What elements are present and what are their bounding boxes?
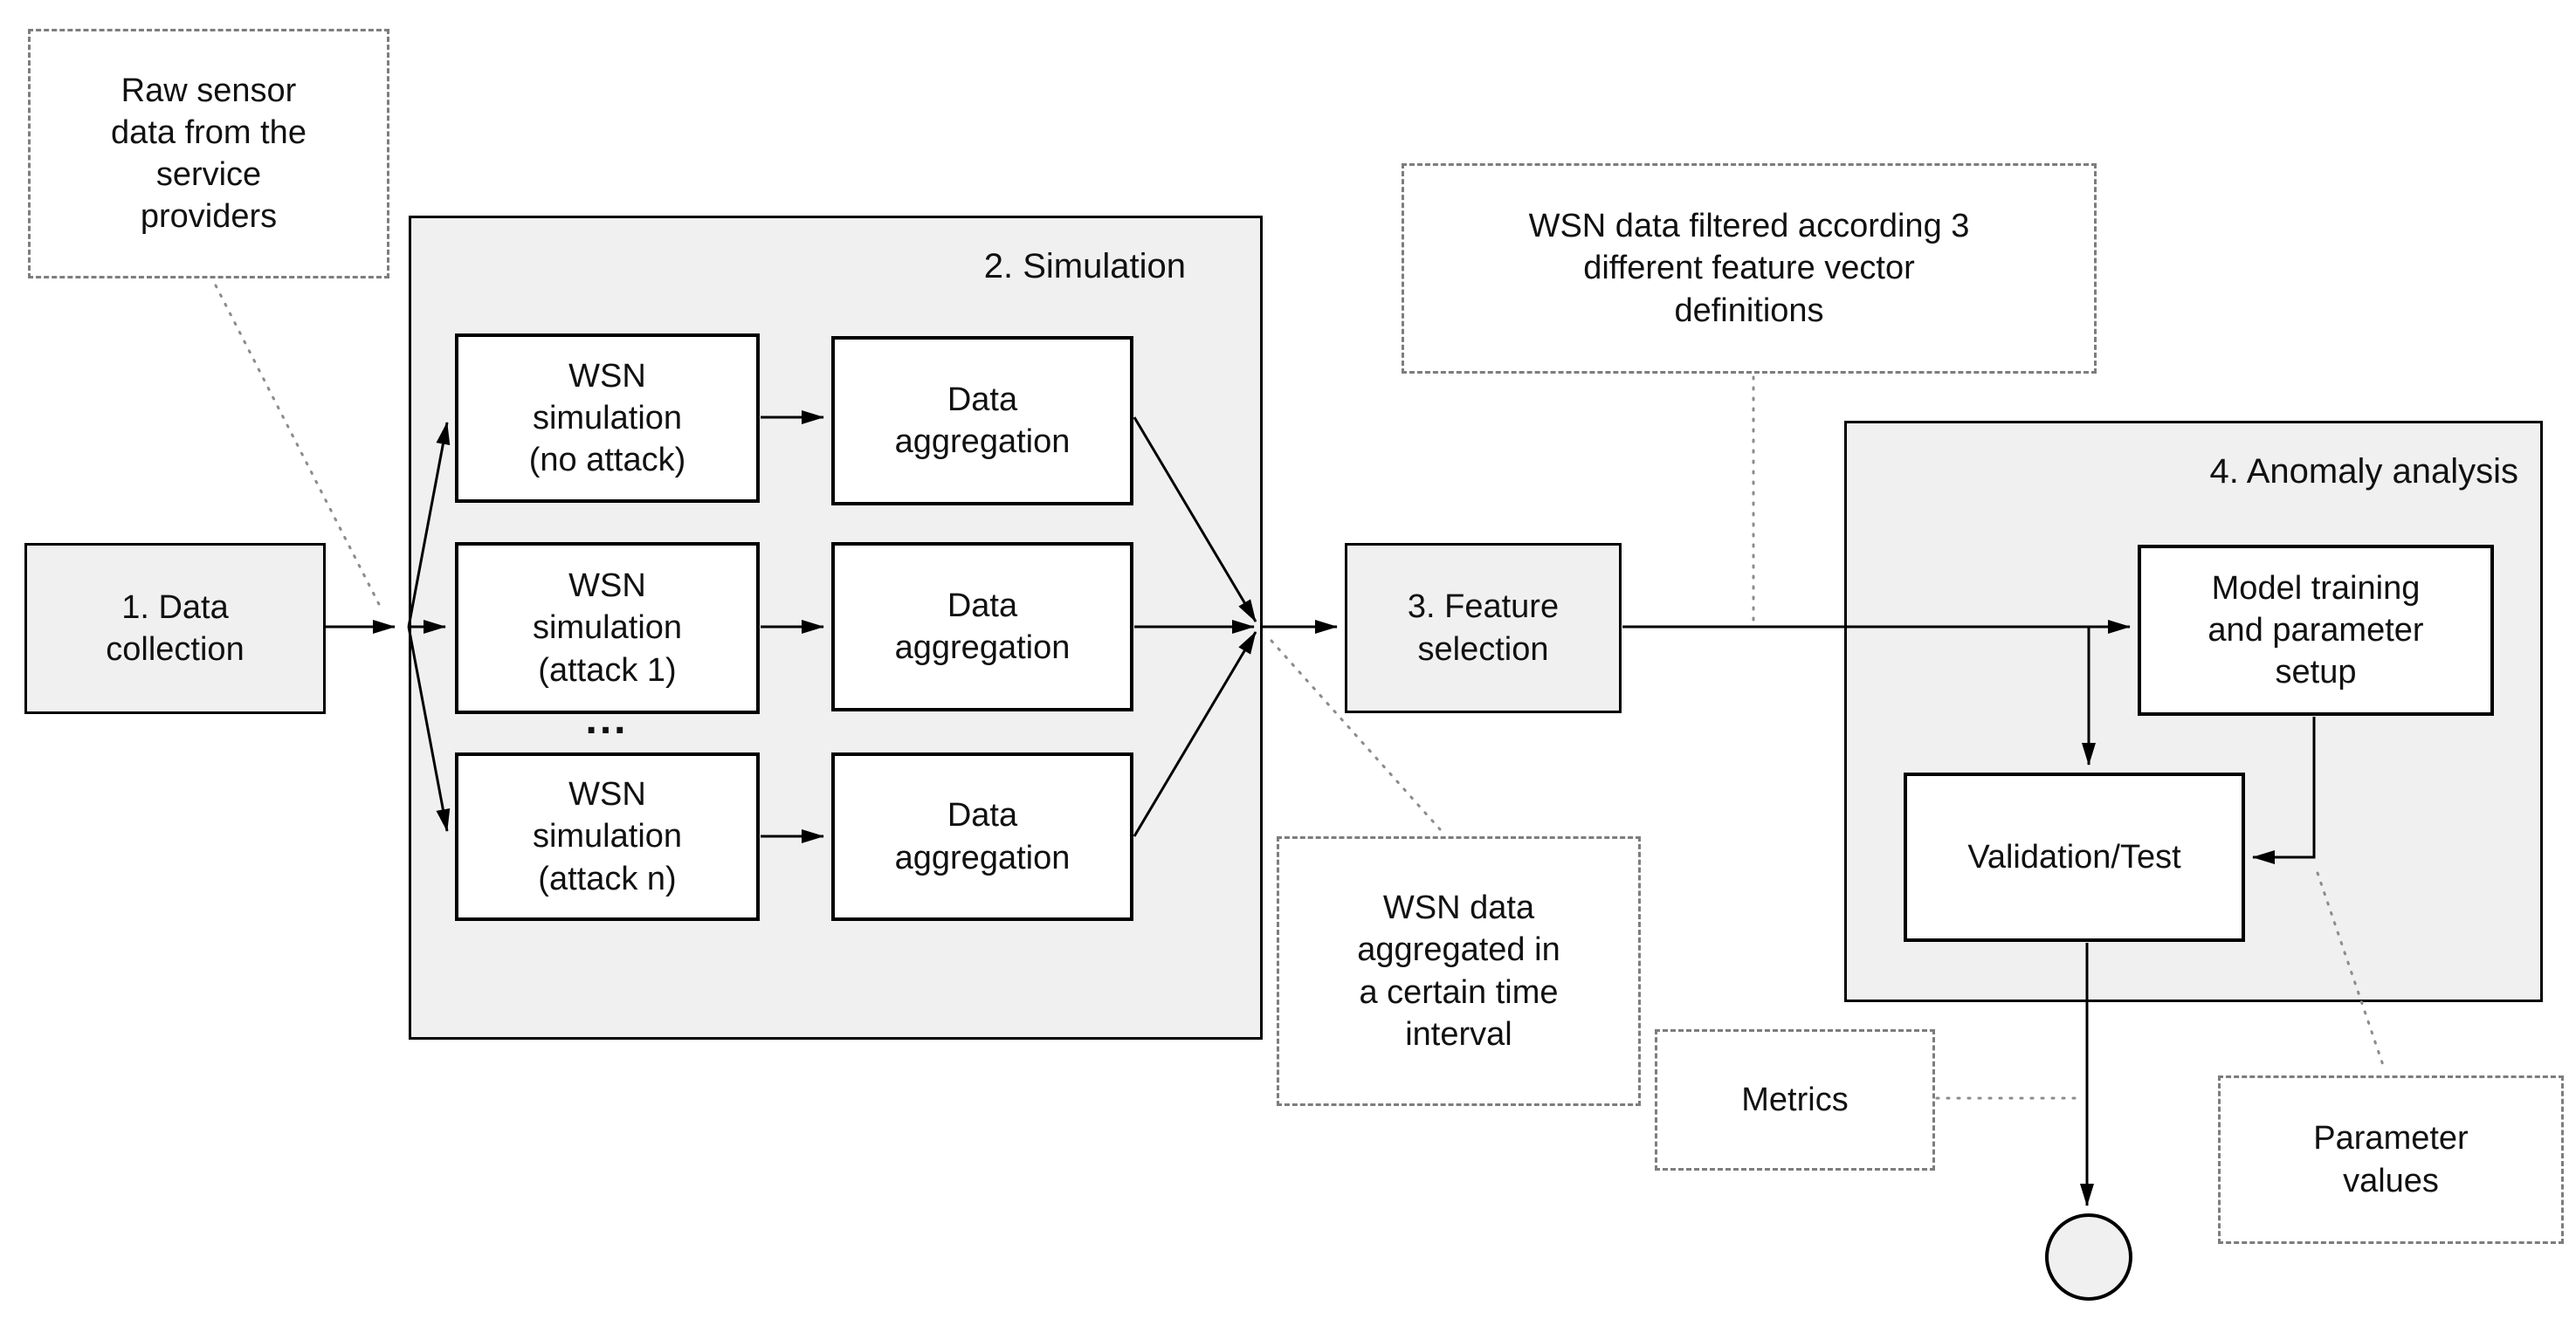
step-feature-selection: 3. Feature selection (1345, 543, 1622, 713)
annotation-metrics: Metrics (1655, 1029, 1935, 1171)
node-validation-test: Validation/Test (1904, 773, 2245, 942)
annotation-wsn-data-aggregated: WSN data aggregated in a certain time in… (1277, 836, 1641, 1106)
node-data-aggregation-3: Data aggregation (831, 752, 1133, 921)
end-terminal-circle (2045, 1213, 2132, 1301)
region-anomaly-analysis-label: 4. Anomaly analysis (2209, 452, 2518, 491)
annotation-parameter-values: Parameter values (2218, 1075, 2564, 1244)
more-attacks-ellipsis: ... (585, 697, 629, 743)
node-data-aggregation-1: Data aggregation (831, 336, 1133, 505)
node-wsn-simulation-attack-1: WSN simulation (attack 1) (455, 542, 760, 714)
annotation-wsn-data-filtered: WSN data filtered according 3 different … (1402, 163, 2097, 374)
region-simulation-label: 2. Simulation (983, 247, 1186, 285)
node-data-aggregation-2: Data aggregation (831, 542, 1133, 711)
node-wsn-simulation-no-attack: WSN simulation (no attack) (455, 333, 760, 503)
node-wsn-simulation-attack-n: WSN simulation (attack n) (455, 752, 760, 921)
annotation-raw-sensor-data: Raw sensor data from the service provide… (28, 29, 389, 278)
step-data-collection: 1. Data collection (24, 543, 326, 714)
node-model-training: Model training and parameter setup (2138, 545, 2494, 716)
